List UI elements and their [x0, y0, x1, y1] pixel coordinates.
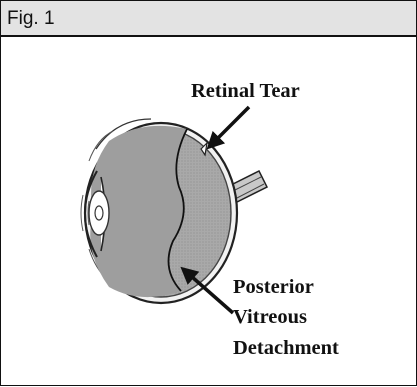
eye-diagram: Retinal Tear Posterior Vitreous Detachme…	[1, 37, 417, 387]
figure-title: Fig. 1	[7, 8, 55, 30]
retinal-tear-label: Retinal Tear	[191, 80, 300, 102]
pvd-label-line2: Vitreous	[233, 306, 307, 328]
figure-header: Fig. 1	[1, 1, 416, 37]
pvd-label-line3: Detachment	[233, 337, 339, 359]
retinal-tear-arrow	[209, 107, 249, 147]
pvd-label-line1: Posterior	[233, 276, 314, 298]
